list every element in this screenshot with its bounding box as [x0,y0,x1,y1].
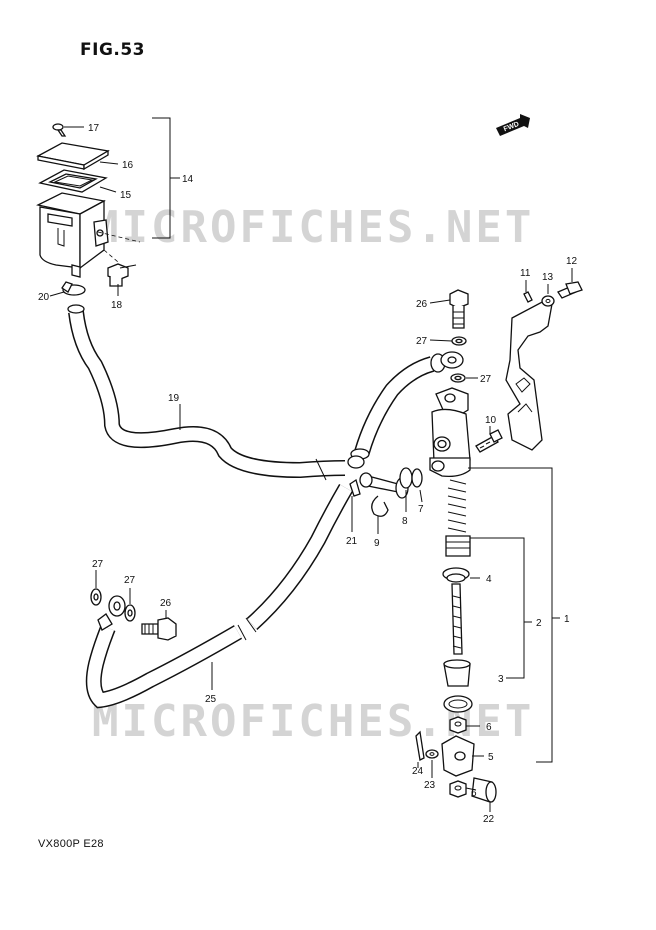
callout-27-top-a: 27 [416,336,428,347]
callout-22: 22 [483,814,495,825]
callout-6-lower: 6 [471,788,477,799]
banjo-fitting-top [440,351,464,369]
callout-18: 18 [111,300,123,311]
screw-17 [52,123,67,137]
reservoir-body [36,192,109,278]
dust-boot-3 [443,659,471,687]
callout-4: 4 [486,574,492,585]
callout-15: 15 [120,190,132,201]
callout-5: 5 [488,752,494,763]
callout-16: 16 [122,160,134,171]
bolt-18 [107,263,137,287]
union-bolt-26-left [141,617,177,641]
bolt-12 [557,281,583,299]
callout-27-top-b: 27 [480,374,492,385]
washer-27-top-a [451,336,467,346]
callout-9: 9 [374,538,380,549]
diaphragm-15 [38,169,108,193]
callout-23: 23 [424,780,436,791]
clip-21 [347,455,365,497]
callout-17: 17 [88,123,100,134]
o-ring-7 [411,468,423,488]
banjo-fitting-lower [97,595,126,631]
fwd-label: FWD [503,121,520,133]
bracket-11 [505,291,553,451]
model-code: VX800P E28 [38,838,104,850]
cotter-pin-24 [415,730,425,761]
callout-27-left-a: 27 [92,559,104,570]
callout-7: 7 [418,504,424,515]
callout-10: 10 [485,415,497,426]
callout-14: 14 [182,174,194,185]
upper-hose-section [350,353,446,460]
callout-26-top: 26 [416,299,428,310]
circlip [443,695,473,713]
callout-1: 1 [564,614,570,625]
clevis-pin-22 [471,777,497,803]
washer-13 [541,295,555,307]
callout-24: 24 [412,766,424,777]
figure-title: FIG.53 [80,40,146,60]
watermark-top: MICROFICHES.NET [92,202,535,253]
rear-master-cylinder [429,387,471,478]
callout-19: 19 [168,393,180,404]
washer-8 [399,467,413,489]
callout-8: 8 [402,516,408,527]
piston-spring [445,479,471,557]
callout-13: 13 [542,272,554,283]
reservoir-assembly [36,117,180,297]
push-rod-4 [442,567,470,655]
callout-12: 12 [566,256,578,267]
union-bolt-26-top [449,289,469,329]
callout-2: 2 [536,618,542,629]
callout-labels: 17 16 15 14 18 20 19 11 13 12 26 27 27 1… [38,123,578,825]
washer-23 [425,749,439,759]
callout-27-left-b: 27 [124,575,136,586]
washer-27-left-a [90,588,102,606]
callout-6-upper: 6 [486,722,492,733]
union-fitting-middle [359,472,409,499]
clevis-5 [441,735,475,777]
nut-6-lower [449,780,467,798]
callout-26-left: 26 [160,598,172,609]
callout-21: 21 [346,536,358,547]
circlip-9 [371,495,389,517]
callout-25: 25 [205,694,217,705]
bolt-10 [475,429,503,453]
fwd-arrow-icon: FWD [496,114,530,136]
washer-27-top-b [450,373,466,383]
callout-3: 3 [498,674,504,685]
master-cylinder-hose-25 [85,483,353,709]
reservoir-hose-19 [67,304,346,481]
hose-clamp-20 [61,281,86,296]
washer-27-left-b [124,604,136,622]
nut-6-upper [449,716,467,734]
callout-11: 11 [520,268,531,279]
reservoir-cap-16 [36,142,110,171]
callout-20: 20 [38,292,50,303]
